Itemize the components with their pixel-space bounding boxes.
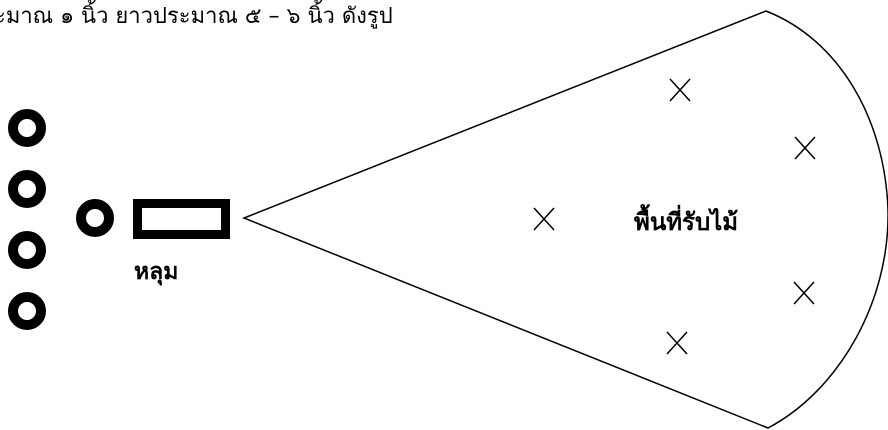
player-ring: [8, 292, 46, 330]
x-mark: [669, 78, 691, 102]
player-ring: [8, 109, 46, 147]
player-ring: [8, 231, 46, 269]
receiving-area-label: พื้นที่รับไม้: [634, 208, 739, 236]
player-rings: [8, 109, 46, 330]
x-mark: [794, 136, 816, 160]
caption-text: ะมาณ ๑ นิ้ว ยาวประมาณ ๕ – ๖ นิ้ว ดังรูป: [0, 4, 393, 29]
x-mark: [533, 207, 555, 231]
receiving-area-outline: [241, 10, 888, 429]
hole-rectangle: [133, 199, 230, 239]
active-player-ring: [76, 199, 114, 237]
x-mark: [793, 281, 815, 305]
x-mark: [666, 331, 688, 355]
player-ring: [8, 170, 46, 208]
x-markers: [533, 78, 816, 355]
hole-label: หลุม: [134, 259, 179, 285]
